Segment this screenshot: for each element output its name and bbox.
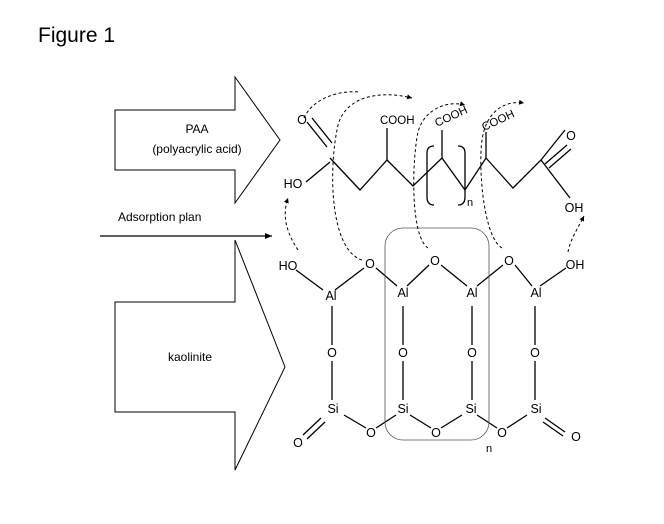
kaolinite-al-2: Al	[397, 286, 408, 300]
kaolinite-block-arrow	[114, 239, 286, 471]
kaolinite-si-2: Si	[397, 402, 408, 416]
adsorption-plane-label: Adsorption plan	[118, 210, 201, 224]
kaolinite-terminal-o-left: O	[293, 436, 303, 450]
paa-label: PAA	[185, 122, 208, 136]
paa-hydroxyl-left: HO	[284, 177, 303, 191]
paa-cooh-2: COOH	[433, 104, 469, 129]
kaolinite-chain-o-3: O	[497, 426, 507, 440]
kaolinite-hydroxyl-right: OH	[566, 258, 585, 272]
kaolinite-o-1: O	[365, 257, 375, 271]
paa-sublabel: (polyacrylic acid)	[152, 142, 241, 156]
interaction-arrows	[283, 91, 585, 261]
figure-title: Figure 1	[38, 24, 116, 47]
kaolinite-si-4: Si	[530, 402, 541, 416]
kaolinite-o-3: O	[504, 254, 514, 268]
paa-repeat-n: n	[467, 197, 473, 209]
kaolinite-terminal-o-right: O	[571, 430, 581, 444]
kaolinite-repeat-n: n	[486, 443, 492, 455]
paa-chain	[305, 117, 572, 206]
paa-carbonyl-o-right: O	[566, 129, 576, 143]
kaolinite-hydroxyl-left: HO	[279, 259, 298, 273]
paa-carbonyl-o-left: O	[297, 113, 307, 127]
kaolinite-bonds	[295, 227, 567, 441]
kaolinite-bridge-o-4: O	[530, 346, 540, 360]
kaolinite-label: kaolinite	[168, 350, 212, 364]
kaolinite-bridge-o-2: O	[398, 346, 408, 360]
paa-cooh-1: COOH	[380, 115, 415, 127]
paa-hydroxyl-right: OH	[565, 201, 584, 215]
paa-cooh-3: COOH	[480, 108, 516, 133]
kaolinite-o-2: O	[430, 254, 440, 268]
kaolinite-chain-o-2: O	[431, 426, 441, 440]
kaolinite-al-4: Al	[530, 286, 541, 300]
kaolinite-bridge-o-1: O	[327, 346, 337, 360]
kaolinite-bridge-o-3: O	[467, 346, 477, 360]
kaolinite-chain-o-1: O	[366, 426, 376, 440]
kaolinite-si-1: Si	[327, 402, 338, 416]
paa-block-arrow	[114, 75, 281, 205]
kaolinite-al-3: Al	[466, 286, 477, 300]
kaolinite-si-3: Si	[465, 402, 476, 416]
kaolinite-al-1: Al	[325, 289, 336, 303]
